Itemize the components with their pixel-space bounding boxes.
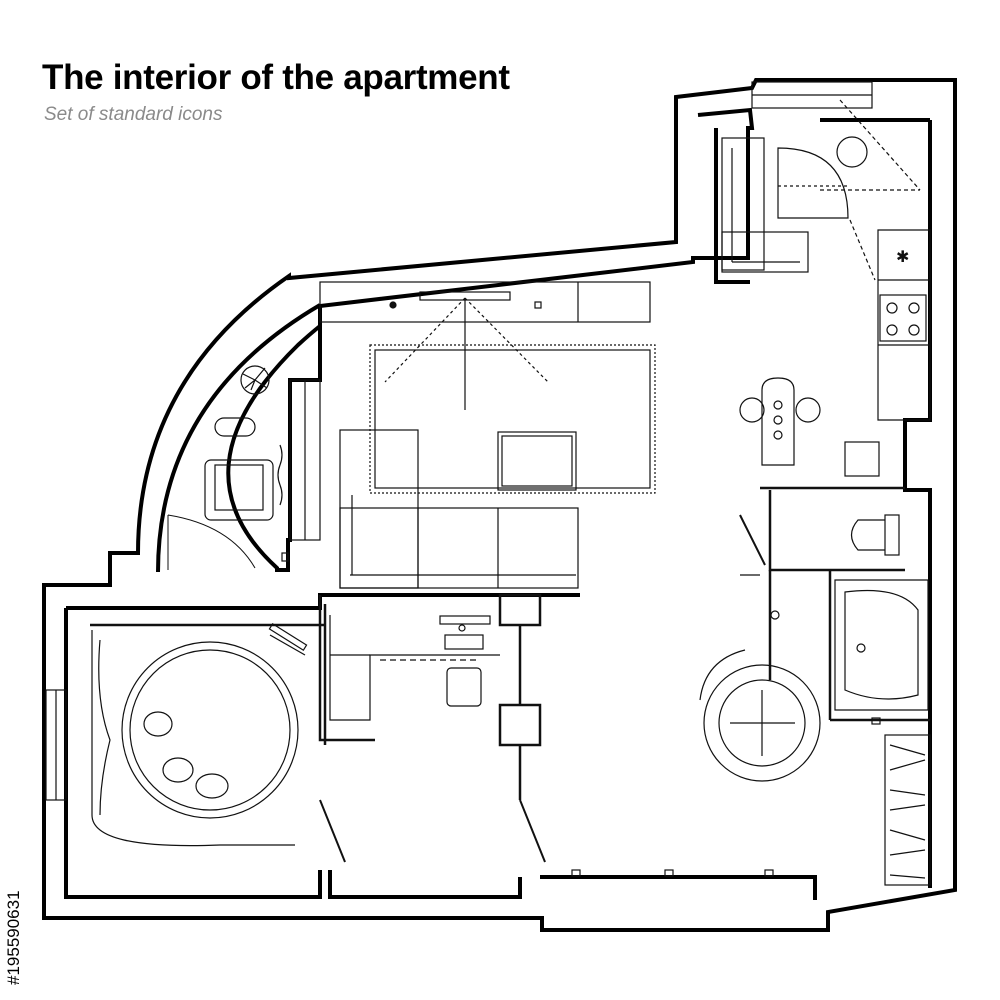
- door-icon: [167, 514, 766, 863]
- desk-icon: [439, 615, 491, 632]
- rug-icon: [369, 344, 656, 494]
- svg-text:✱: ✱: [896, 247, 909, 266]
- window-icon: [45, 81, 873, 801]
- sofa-icon: [339, 429, 579, 589]
- sink-icon: [844, 441, 880, 477]
- office: [329, 615, 500, 721]
- page-subtitle: Set of standard icons: [44, 104, 223, 125]
- kitchen: ✱: [319, 99, 931, 477]
- bathtub-icon: [834, 579, 929, 711]
- partitions: [90, 486, 930, 800]
- bathroom: [699, 514, 929, 782]
- bay-area: [204, 365, 283, 521]
- stove-icon: [879, 294, 927, 342]
- shower-icon: [703, 664, 821, 782]
- armchair-icon: [204, 459, 274, 521]
- dining-table-icon: [777, 147, 849, 219]
- plant-icon: [240, 365, 270, 395]
- plant-icon: [836, 136, 868, 168]
- dining-table-icon: [739, 377, 821, 466]
- walls: [42, 78, 957, 932]
- sofa-icon: [721, 137, 809, 273]
- living-room: [339, 291, 656, 589]
- ceiling-light-icon: [384, 297, 549, 410]
- wardrobe-icon: [884, 734, 931, 886]
- toilet-icon: [850, 514, 900, 556]
- bedroom: [91, 623, 308, 847]
- round-bed-icon: [121, 641, 299, 819]
- page-title: The interior of the apartment: [42, 58, 510, 97]
- office-chair-icon: [444, 634, 484, 707]
- coffee-table-icon: [497, 431, 577, 491]
